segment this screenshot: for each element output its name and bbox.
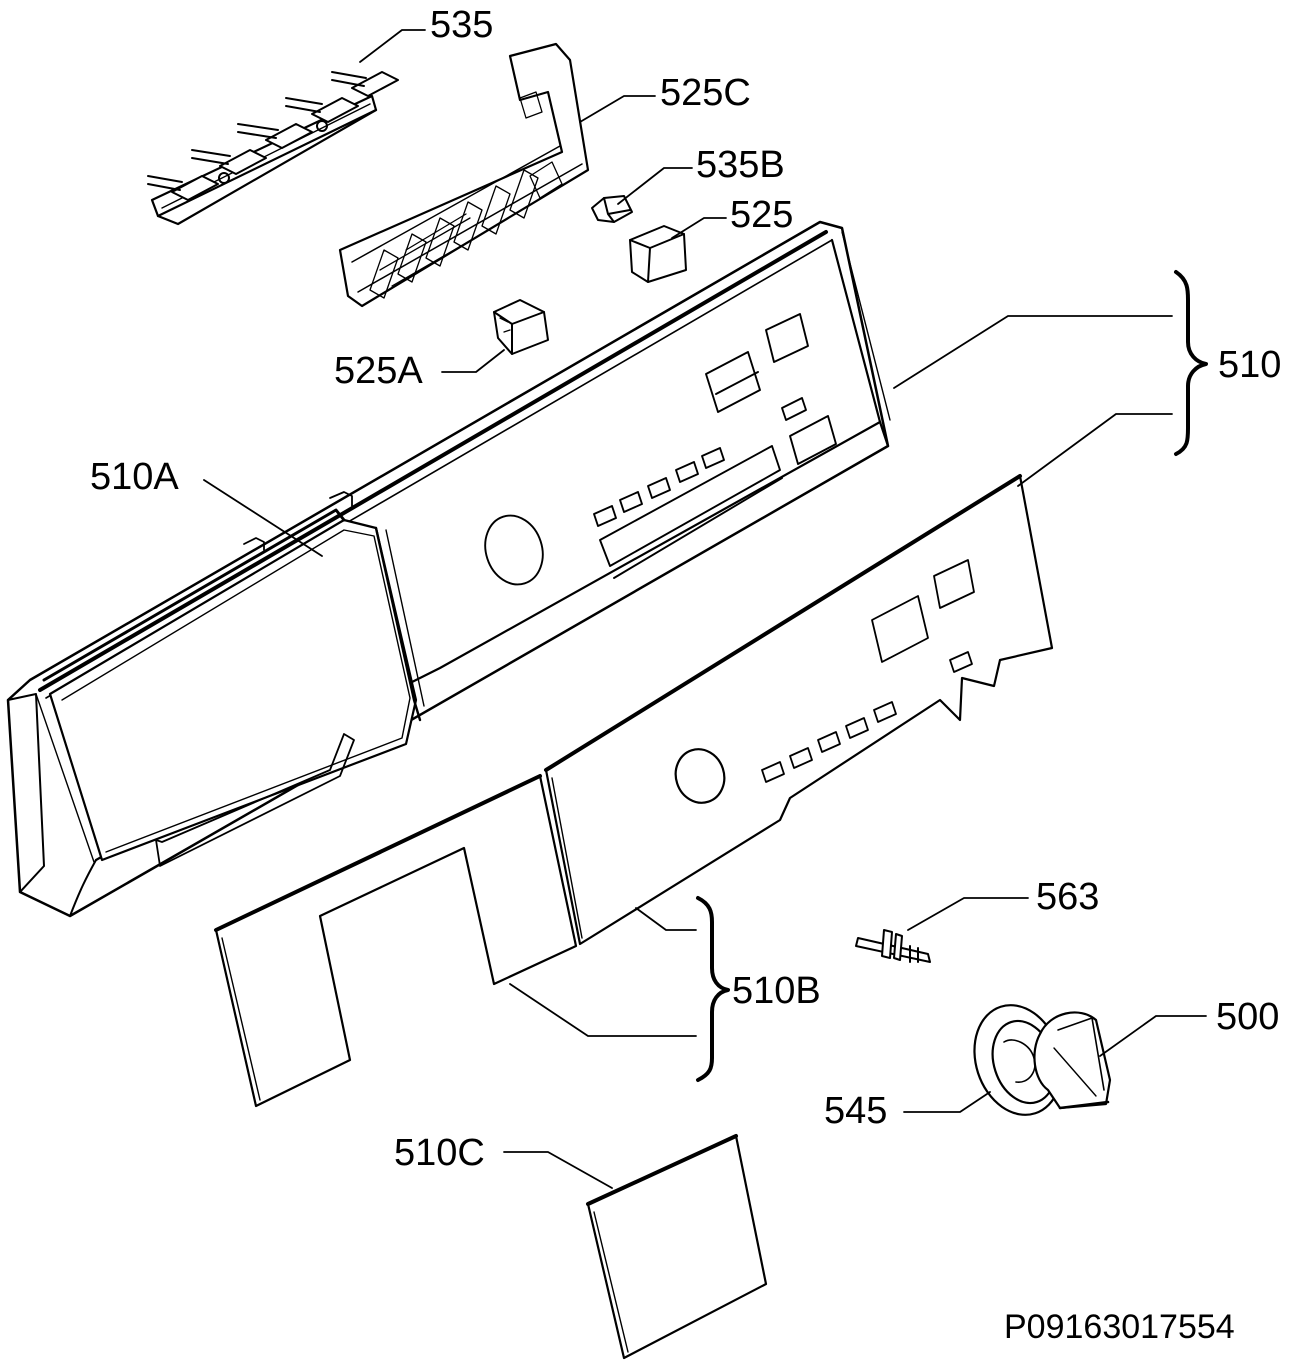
leader-lines (203, 29, 1207, 1189)
label-545: 545 (824, 1090, 888, 1132)
part-510B-foil-left (214, 774, 578, 1108)
leader-510A (203, 479, 323, 557)
leader-510B-top (635, 907, 697, 931)
part-535B-clip (591, 195, 633, 223)
brace-510 (1174, 270, 1208, 456)
label-563: 563 (1036, 876, 1100, 918)
label-525: 525 (730, 194, 794, 236)
label-510A: 510A (90, 456, 179, 498)
label-535: 535 (430, 4, 494, 46)
fascia-features (484, 313, 837, 586)
leader-510-bottom (1017, 413, 1173, 487)
leader-510B-bottom (509, 983, 697, 1037)
leader-545 (903, 1091, 991, 1113)
label-500: 500 (1216, 996, 1280, 1038)
label-535B: 535B (696, 144, 785, 186)
leader-525 (671, 217, 727, 239)
label-525A: 525A (334, 350, 423, 392)
part-525-button-cap (629, 225, 687, 283)
part-525A-button-cap (493, 299, 549, 355)
leader-510C (503, 1151, 613, 1189)
label-510: 510 (1218, 344, 1282, 386)
part-563-pin (855, 929, 931, 963)
brace-510B (696, 896, 730, 1082)
part-510C-foil (586, 1134, 768, 1360)
leader-500 (1099, 1015, 1207, 1057)
leader-525C (579, 95, 656, 123)
part-510B-foil-right (544, 474, 1054, 946)
drawing-code: P09163017554 (1004, 1308, 1235, 1346)
leader-563 (907, 897, 1029, 931)
label-510C: 510C (394, 1132, 485, 1174)
label-525C: 525C (660, 72, 751, 114)
part-535-switch-block (147, 71, 399, 226)
leader-510-top (893, 315, 1173, 389)
part-510-control-panel (6, 220, 891, 918)
leader-535 (359, 29, 426, 63)
part-500-knob (1033, 1011, 1112, 1110)
part-525C-board-bracket (338, 42, 590, 308)
part-510A-dispenser-drawer (42, 491, 425, 867)
label-510B: 510B (732, 970, 821, 1012)
leader-535B (617, 167, 693, 205)
leader-525A (441, 349, 505, 373)
